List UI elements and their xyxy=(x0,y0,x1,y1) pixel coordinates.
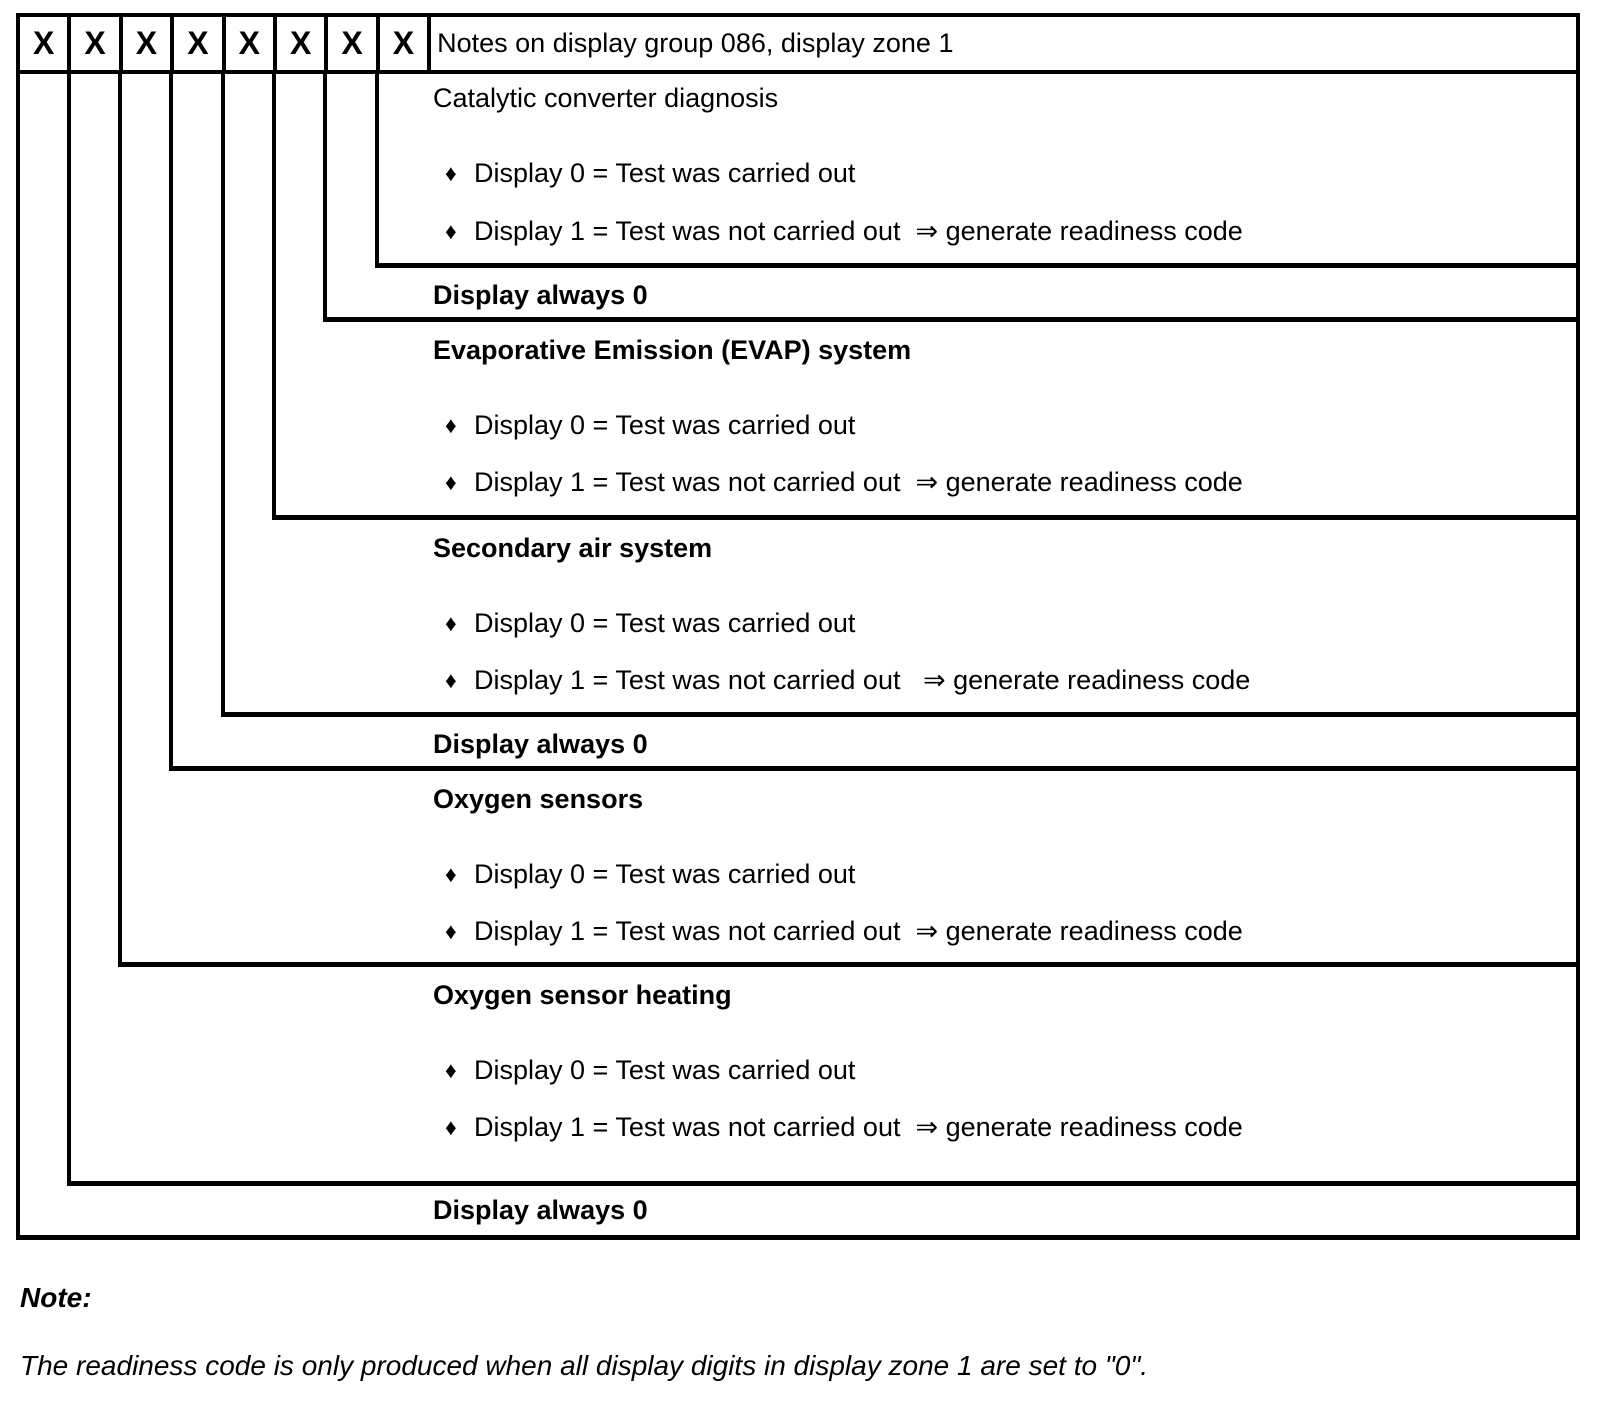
digit-cell-6: X xyxy=(277,17,329,70)
bullet-item: ♦ Display 0 = Test was carried out xyxy=(445,608,855,639)
bullet-text: Display 1 = Test was not carried out ⇒ g… xyxy=(474,467,1243,497)
note-label: Note: xyxy=(20,1282,92,1313)
step-box-digit-8 xyxy=(375,70,1580,268)
bullet-text: Display 0 = Test was carried out xyxy=(474,608,856,638)
bullet-item: ♦ Display 1 = Test was not carried out ⇒… xyxy=(445,216,1243,247)
section-heading-secondary-air-system: Secondary air system xyxy=(433,533,713,563)
bullet-item: ♦ Display 1 = Test was not carried out ⇒… xyxy=(445,916,1243,947)
section-heading-display-always-0-digit-7: Display always 0 xyxy=(433,280,648,310)
diamond-bullet-icon: ♦ xyxy=(445,218,457,244)
digit-cell-4: X xyxy=(174,17,226,70)
diamond-bullet-icon: ♦ xyxy=(445,861,457,887)
bullet-text: Display 1 = Test was not carried out ⇒ g… xyxy=(474,216,1243,246)
digit-cell-1: X xyxy=(20,17,72,70)
bullet-item: ♦ Display 1 = Test was not carried out ⇒… xyxy=(445,665,1250,696)
section-heading-evap-system: Evaporative Emission (EVAP) system xyxy=(433,335,912,365)
diamond-bullet-icon: ♦ xyxy=(445,160,457,186)
section-heading-oxygen-sensors: Oxygen sensors xyxy=(433,784,644,814)
note-text: The readiness code is only produced when… xyxy=(20,1350,1149,1381)
digit-cell-2: X xyxy=(71,17,123,70)
diamond-bullet-icon: ♦ xyxy=(445,610,457,636)
notes-header-cell: Notes on display group 086, display zone… xyxy=(437,28,954,58)
digit-cell-8: X xyxy=(380,17,432,70)
bullet-text: Display 0 = Test was carried out xyxy=(474,410,856,440)
section-heading-display-always-0-digit-1: Display always 0 xyxy=(433,1195,648,1225)
section-heading-oxygen-sensor-heating: Oxygen sensor heating xyxy=(433,980,732,1010)
diamond-bullet-icon: ♦ xyxy=(445,918,457,944)
bullet-text: Display 0 = Test was carried out xyxy=(474,859,856,889)
bullet-text: Display 0 = Test was carried out xyxy=(474,158,856,188)
section-heading-catalytic-converter-diagnosis: Catalytic converter diagnosis xyxy=(433,83,779,113)
bullet-text: Display 1 = Test was not carried out ⇒ g… xyxy=(474,916,1243,946)
bullet-item: ♦ Display 0 = Test was carried out xyxy=(445,158,855,189)
bullet-text: Display 1 = Test was not carried out ⇒ g… xyxy=(474,665,1251,695)
diamond-bullet-icon: ♦ xyxy=(445,469,457,495)
digit-cell-5: X xyxy=(226,17,277,70)
diamond-bullet-icon: ♦ xyxy=(445,412,457,438)
diamond-bullet-icon: ♦ xyxy=(445,667,457,693)
digit-cell-3: X xyxy=(123,17,175,70)
diamond-bullet-icon: ♦ xyxy=(445,1114,457,1140)
digit-cell-7: X xyxy=(328,17,380,70)
digit-header-row: X X X X X X X X Notes on display group 0… xyxy=(16,13,1580,74)
bullet-item: ♦ Display 1 = Test was not carried out ⇒… xyxy=(445,467,1243,498)
bullet-item: ♦ Display 0 = Test was carried out xyxy=(445,1055,855,1086)
bullet-item: ♦ Display 0 = Test was carried out xyxy=(445,410,855,441)
bullet-item: ♦ Display 1 = Test was not carried out ⇒… xyxy=(445,1112,1243,1143)
bullet-item: ♦ Display 0 = Test was carried out xyxy=(445,859,855,890)
bullet-text: Display 0 = Test was carried out xyxy=(474,1055,856,1085)
bullet-text: Display 1 = Test was not carried out ⇒ g… xyxy=(474,1112,1243,1142)
diamond-bullet-icon: ♦ xyxy=(445,1057,457,1083)
section-heading-display-always-0-digit-4: Display always 0 xyxy=(433,729,648,759)
